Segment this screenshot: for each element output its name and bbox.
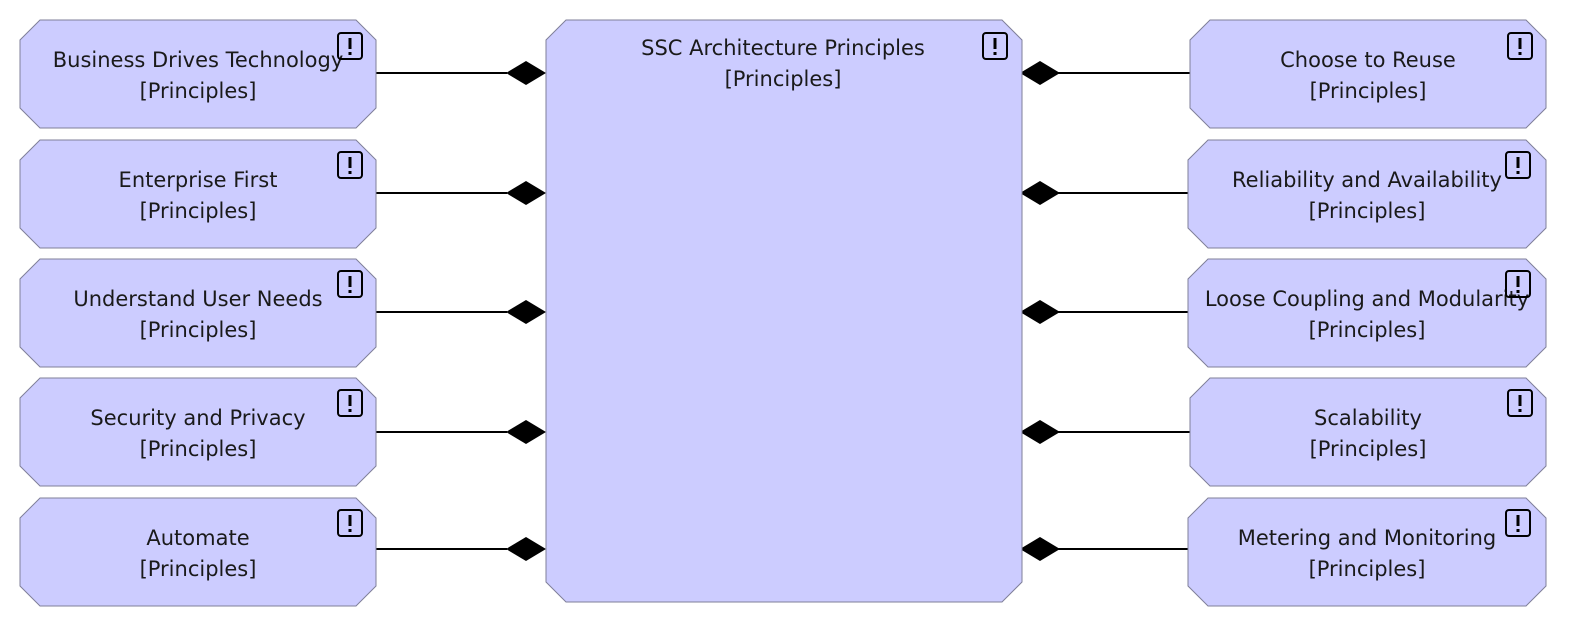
principle-name: Automate	[146, 526, 249, 550]
principle-name: Scalability	[1314, 406, 1422, 430]
composition-diamond-icon	[1020, 181, 1060, 205]
composition-diamond-icon	[1020, 537, 1060, 561]
connectors	[376, 61, 1190, 561]
principle-name: Choose to Reuse	[1280, 48, 1456, 72]
composition-connector-left-1[interactable]	[376, 61, 546, 85]
principle-right-5[interactable]: Metering and Monitoring [Principles]	[1187, 497, 1547, 607]
principle-icon	[1505, 151, 1531, 179]
composition-diamond-icon	[506, 537, 546, 561]
principle-icon	[337, 509, 363, 537]
principle-left-2[interactable]: Enterprise First [Principles]	[19, 139, 377, 249]
principle-stereotype: [Principles]	[140, 79, 257, 103]
principle-center-shape	[545, 19, 1023, 603]
composition-connector-left-3[interactable]	[376, 300, 546, 324]
principle-name: Loose Coupling and Modularity	[1205, 287, 1529, 311]
principle-icon	[337, 270, 363, 298]
principle-stereotype: [Principles]	[140, 199, 257, 223]
composition-connector-right-1[interactable]	[1020, 61, 1190, 85]
principle-name: Metering and Monitoring	[1238, 526, 1496, 550]
principle-icon	[1507, 389, 1533, 417]
principle-icon	[337, 32, 363, 60]
composition-connector-right-3[interactable]	[1020, 300, 1190, 324]
principle-center[interactable]: SSC Architecture Principles [Principles]	[545, 19, 1023, 603]
principle-right-4[interactable]: Scalability [Principles]	[1189, 377, 1547, 487]
principle-stereotype: [Principles]	[1310, 79, 1427, 103]
principle-name: Understand User Needs	[73, 287, 322, 311]
composition-diamond-icon	[506, 300, 546, 324]
principle-left-1[interactable]: Business Drives Technology [Principles]	[19, 19, 377, 129]
composition-diamond-icon	[506, 181, 546, 205]
composition-diamond-icon	[1020, 61, 1060, 85]
principle-icon	[1507, 32, 1533, 60]
composition-connector-right-5[interactable]	[1020, 537, 1190, 561]
principle-right-3[interactable]: Loose Coupling and Modularity [Principle…	[1187, 258, 1547, 368]
principle-left-3[interactable]: Understand User Needs [Principles]	[19, 258, 377, 368]
composition-connector-left-2[interactable]	[376, 181, 546, 205]
principle-icon	[1505, 270, 1531, 298]
composition-connector-right-4[interactable]	[1020, 420, 1190, 444]
principle-stereotype: [Principles]	[1310, 437, 1427, 461]
principle-right-1[interactable]: Choose to Reuse [Principles]	[1189, 19, 1547, 129]
composition-connector-left-4[interactable]	[376, 420, 546, 444]
principle-icon	[1505, 509, 1531, 537]
composition-diamond-icon	[506, 61, 546, 85]
principle-stereotype: [Principles]	[140, 318, 257, 342]
principle-name: Enterprise First	[119, 168, 278, 192]
composition-diamond-icon	[1020, 300, 1060, 324]
principle-name: Reliability and Availability	[1232, 168, 1502, 192]
principle-left-5[interactable]: Automate [Principles]	[19, 497, 377, 607]
principle-stereotype: [Principles]	[1309, 557, 1426, 581]
principle-icon	[337, 151, 363, 179]
principle-name: Business Drives Technology	[53, 48, 344, 72]
principle-name: Security and Privacy	[90, 406, 305, 430]
principle-icon	[982, 32, 1008, 60]
composition-diamond-icon	[506, 420, 546, 444]
principle-left-4[interactable]: Security and Privacy [Principles]	[19, 377, 377, 487]
composition-connector-right-2[interactable]	[1020, 181, 1190, 205]
principle-stereotype: [Principles]	[1309, 318, 1426, 342]
principle-center-name: SSC Architecture Principles	[641, 36, 925, 60]
composition-diamond-icon	[1020, 420, 1060, 444]
principle-right-2[interactable]: Reliability and Availability [Principles…	[1187, 139, 1547, 249]
principle-icon	[337, 389, 363, 417]
composition-connector-left-5[interactable]	[376, 537, 546, 561]
principle-stereotype: [Principles]	[140, 437, 257, 461]
principle-stereotype: [Principles]	[140, 557, 257, 581]
principle-stereotype: [Principles]	[1309, 199, 1426, 223]
principle-center-stereotype: [Principles]	[725, 67, 842, 91]
